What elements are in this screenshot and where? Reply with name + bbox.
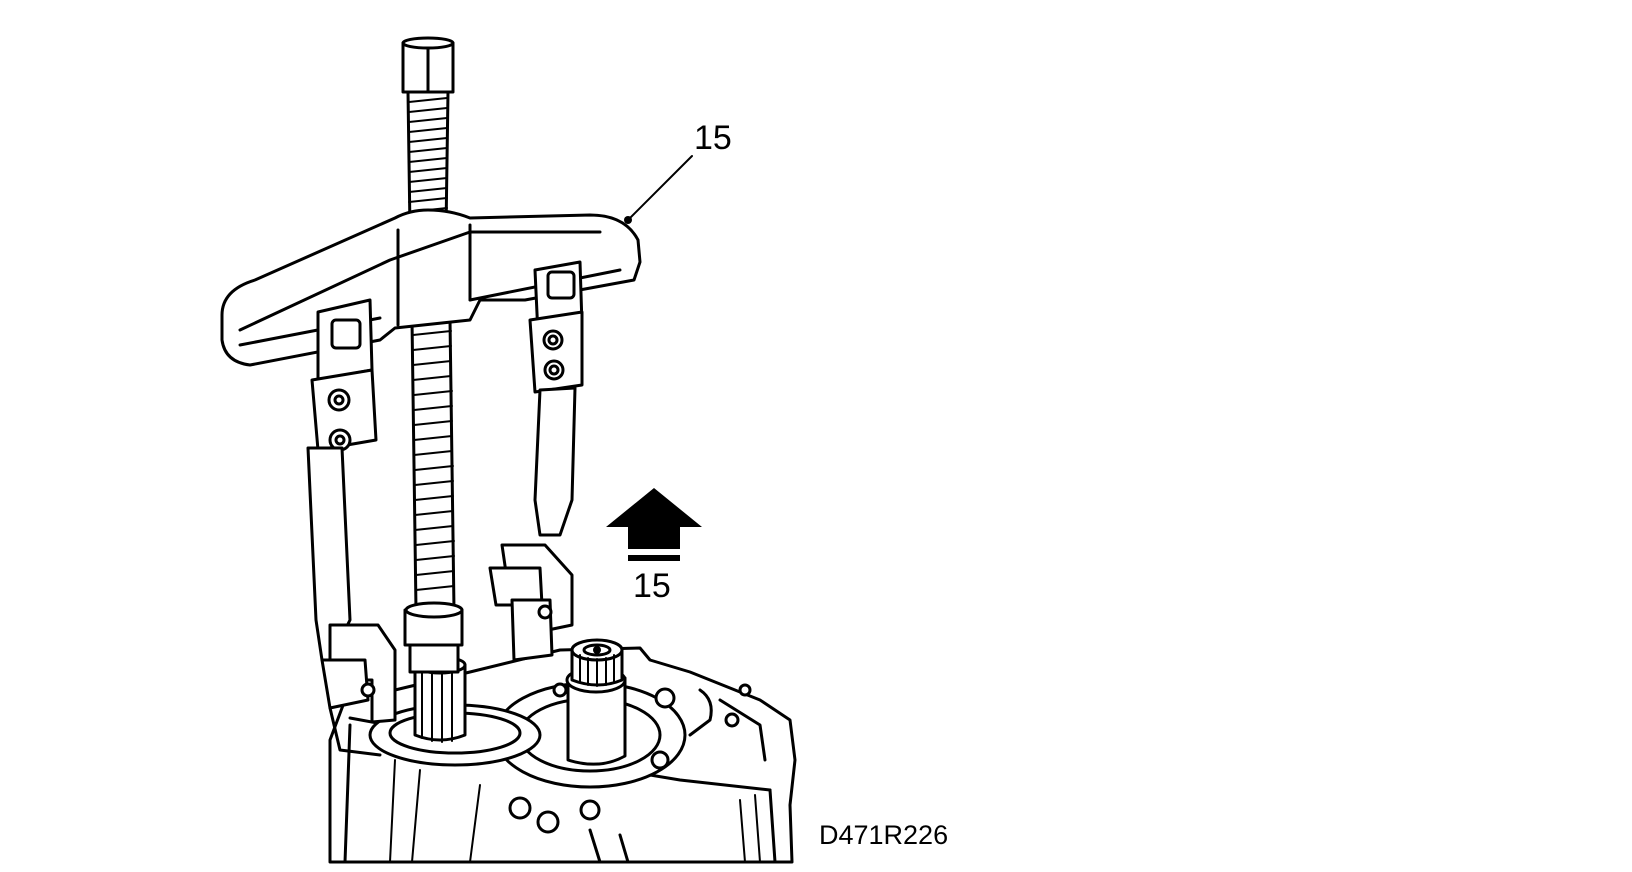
- input-shaft: [368, 655, 542, 767]
- part-callout-label: 15: [694, 119, 732, 157]
- spindle-threads-upper: [408, 97, 448, 213]
- pull-direction-arrow-icon: [606, 488, 702, 561]
- arrow-callout-label: 15: [633, 567, 671, 605]
- spindle-threads-lower: [412, 330, 455, 591]
- callout-leader: [624, 155, 693, 224]
- left-puller-jaw: [306, 298, 397, 757]
- puller-spindle: [401, 36, 464, 674]
- output-shaft: [565, 638, 627, 766]
- figure-code: D471R226: [819, 820, 948, 850]
- right-puller-jaw: [488, 260, 584, 662]
